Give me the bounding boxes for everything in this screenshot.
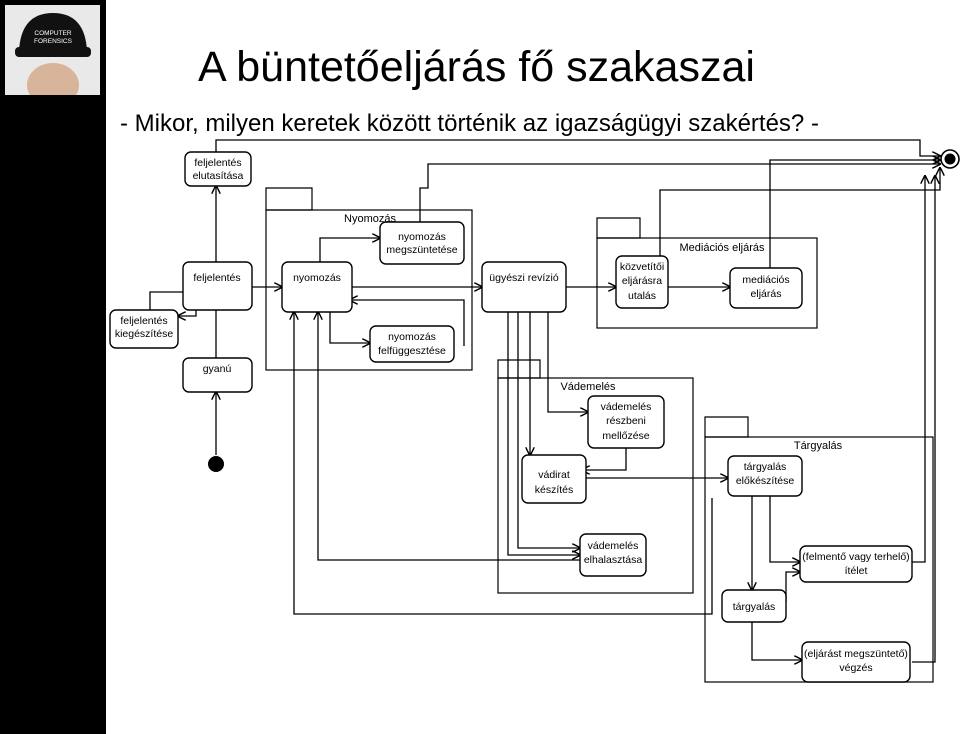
svg-text:utalás: utalás xyxy=(628,290,656,302)
edge-megszuntetes-end xyxy=(419,164,940,222)
node-feljelentes-kiegeszitese: feljelentés kiegészítése xyxy=(109,309,179,349)
frame-vademeles: Vádemelés xyxy=(497,359,694,594)
frame-label-mediacios: Mediációs eljárás xyxy=(680,242,765,254)
svg-text:feljelentés: feljelentés xyxy=(120,315,167,327)
svg-text:készítés: készítés xyxy=(535,484,574,496)
edge-elhalasztas-nyomozas xyxy=(318,312,580,561)
svg-text:megszüntetése: megszüntetése xyxy=(386,244,457,256)
svg-text:mellőzése: mellőzése xyxy=(602,430,649,442)
edge-targyalas-vegzes xyxy=(751,622,802,660)
node-vademeles-elhalasztasa: vádemelés elhalasztása xyxy=(579,533,647,577)
node-gyanu: gyanú xyxy=(182,357,253,393)
svg-text:ítélet: ítélet xyxy=(845,565,868,577)
node-itelet: (felmentő vagy terhelő) ítélet xyxy=(799,545,913,583)
svg-text:részbeni: részbeni xyxy=(606,415,646,427)
edge-targyalas-itelet xyxy=(785,572,800,602)
svg-text:elhalasztása: elhalasztása xyxy=(584,554,643,566)
node-vademeles-reszbeni-mellozese: vádemelés részbeni mellőzése xyxy=(587,395,665,449)
left-sidebar-bar xyxy=(0,0,106,734)
node-mediacios-eljaras: mediációs eljárás xyxy=(729,267,803,309)
edge-kiegeszites-feljelentes xyxy=(149,292,196,310)
logo-text-line2: FORENSICS xyxy=(34,38,73,45)
node-feljelentes: feljelentés xyxy=(182,261,253,311)
svg-text:előkészítése: előkészítése xyxy=(736,475,795,487)
svg-text:tárgyalás: tárgyalás xyxy=(744,461,787,473)
svg-text:ügyészi revízió: ügyészi revízió xyxy=(489,272,559,284)
svg-text:közvetítői: közvetítői xyxy=(620,261,664,273)
edge-felfuggesztes-nyomozas xyxy=(350,300,465,346)
frame-label-vademeles: Vádemelés xyxy=(560,381,616,393)
edge-vegzes-end xyxy=(912,176,935,663)
svg-text:nyomozás: nyomozás xyxy=(388,331,436,343)
slide-title: A büntetőeljárás fő szakaszai xyxy=(198,43,755,91)
edge-elokeszites-itelet xyxy=(769,496,800,562)
svg-text:végzés: végzés xyxy=(839,662,872,674)
node-nyomozas: nyomozás xyxy=(281,261,353,313)
frame-mediacios: Mediációs eljárás xyxy=(596,217,818,329)
svg-text:eljárás: eljárás xyxy=(751,288,782,300)
edge-mediacios-end xyxy=(769,160,940,270)
logo-text-line1: COMPUTER xyxy=(34,30,72,37)
node-targyalas: tárgyalás xyxy=(721,589,787,623)
node-kozvetitoi-eljarasra-utalas: közvetítői eljárásra utalás xyxy=(615,255,669,309)
edge-nyomozas-felfuggesztes xyxy=(329,312,370,343)
edge-elutasitas-end xyxy=(215,139,940,156)
svg-text:vádirat: vádirat xyxy=(538,469,570,481)
svg-text:eljárásra: eljárásra xyxy=(622,275,662,287)
node-nyomozas-felfuggesztese: nyomozás felfüggesztése xyxy=(369,325,455,363)
svg-text:vádemelés: vádemelés xyxy=(588,540,639,552)
svg-text:kiegészítése: kiegészítése xyxy=(115,328,174,340)
svg-text:feljelentés: feljelentés xyxy=(193,272,240,284)
edge-revizio-reszbeni xyxy=(547,312,588,412)
svg-text:vádemelés: vádemelés xyxy=(601,401,652,413)
node-nyomozas-megszuntetese: nyomozás megszüntetése xyxy=(379,221,465,265)
frame-label-targyalas: Tárgyalás xyxy=(794,440,843,452)
node-vadirat-keszites: vádirat készítés xyxy=(521,454,587,504)
node-targyalas-elokeszitese: tárgyalás előkészítése xyxy=(727,455,803,497)
node-feljelentes-elutasitasa: feljelentés elutasítása xyxy=(184,151,252,187)
svg-text:mediációs: mediációs xyxy=(742,274,789,286)
edge-itelet-end xyxy=(912,176,925,563)
svg-text:(eljárást megszüntető): (eljárást megszüntető) xyxy=(804,648,908,660)
svg-text:nyomozás: nyomozás xyxy=(293,272,341,284)
svg-text:nyomozás: nyomozás xyxy=(398,231,446,243)
start-node xyxy=(208,456,224,472)
svg-text:gyanú: gyanú xyxy=(203,363,232,375)
edge-reszbeni-vadirat xyxy=(582,448,627,470)
node-ugyeszi-revizio: ügyészi revízió xyxy=(481,261,567,313)
slide-subtitle: - Mikor, milyen keretek között történik … xyxy=(120,110,819,137)
edge-revizio-elhalasztas xyxy=(507,312,580,555)
computer-forensics-logo: COMPUTER FORENSICS xyxy=(5,5,100,95)
svg-text:elutasítása: elutasítása xyxy=(193,170,244,182)
edge-revizio-elhalasztas-2 xyxy=(517,312,580,548)
edge-feljelentes-kiegeszites xyxy=(178,310,197,316)
svg-text:felfüggesztése: felfüggesztése xyxy=(378,345,446,357)
end-node xyxy=(940,149,960,169)
svg-text:(felmentő vagy terhelő): (felmentő vagy terhelő) xyxy=(802,551,909,563)
svg-text:feljelentés: feljelentés xyxy=(194,157,241,169)
frame-targyalas: Tárgyalás xyxy=(704,416,934,683)
node-vegzes: (eljárást megszüntető) végzés xyxy=(801,641,911,683)
edge-nyomozas-megszuntetes xyxy=(319,238,380,262)
diagram-edges xyxy=(149,139,940,663)
edge-elokeszites-nyomozas xyxy=(294,312,713,615)
svg-text:tárgyalás: tárgyalás xyxy=(733,601,776,613)
